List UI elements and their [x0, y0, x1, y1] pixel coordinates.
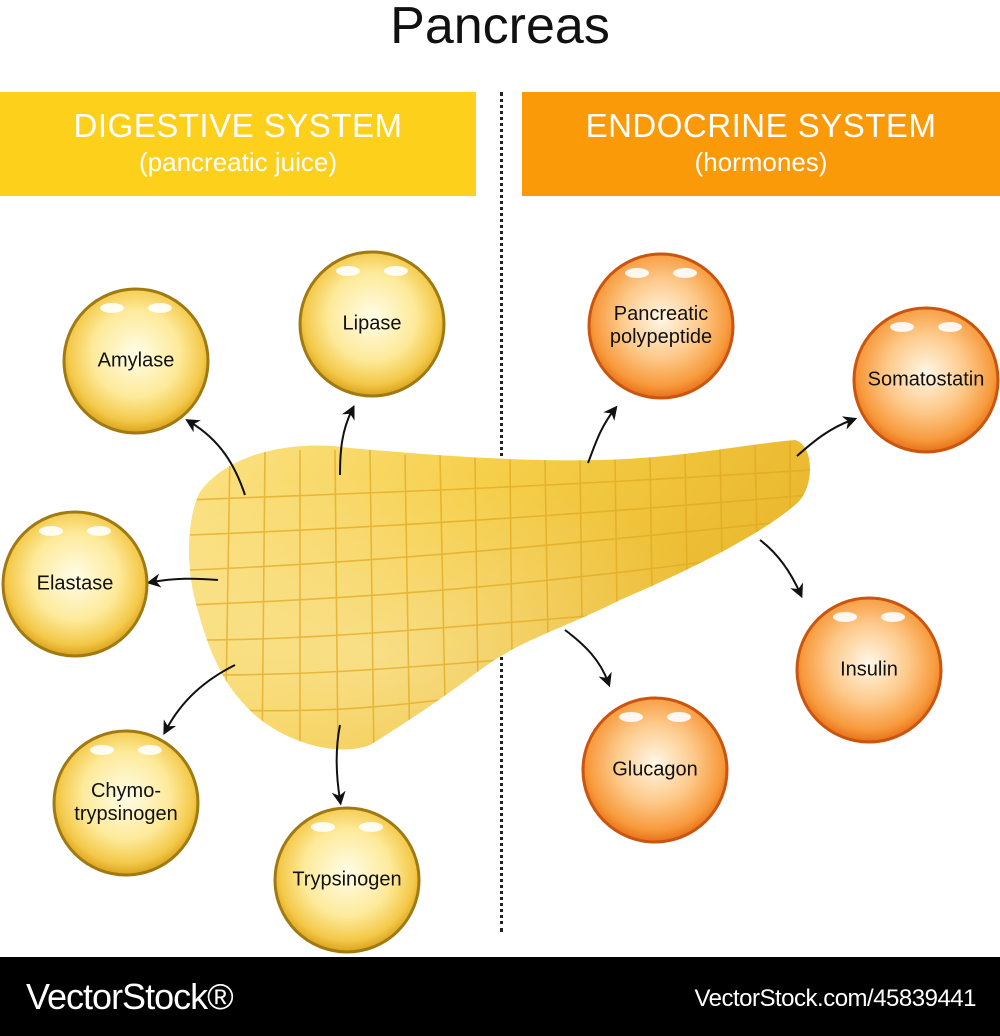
digestive-system-header: DIGESTIVE SYSTEM (pancreatic juice) [0, 92, 476, 196]
hormone-bubbles [581, 252, 1000, 844]
arrow-to-lipase [339, 404, 355, 476]
footer-bar: VectorStock® VectorStock.com/45839441 [0, 957, 1000, 1036]
digestive-system-heading: DIGESTIVE SYSTEM [73, 107, 403, 144]
arrow-to-trypsinogen [331, 724, 346, 806]
stock-id: VectorStock.com/45839441 [694, 985, 976, 1012]
label-insulin: Insulin [840, 658, 898, 681]
bubble-glucagon [581, 696, 729, 844]
label-pancreatic-polypeptide: Pancreatic polypeptide [609, 303, 713, 348]
label-amylase: Amylase [97, 349, 175, 372]
label-lipase: Lipase [342, 312, 402, 335]
arrow-to-glucagon [564, 629, 612, 688]
label-somatostatin: Somatostatin [867, 368, 985, 391]
endocrine-system-header: ENDOCRINE SYSTEM (hormones) [522, 92, 1000, 196]
arrow-to-elastase [146, 573, 219, 588]
arrow-to-insulin [759, 539, 803, 599]
bubble-trypsinogen [273, 806, 421, 954]
bubble-elastase [1, 510, 149, 658]
pancreas-organ [188, 440, 810, 750]
arrow-to-somatostatin [796, 416, 858, 457]
bubble-chymotrypsinogen [52, 729, 200, 877]
brand-logo: VectorStock® [26, 976, 234, 1017]
bubble-insulin [795, 596, 943, 744]
endocrine-system-subheading: (hormones) [694, 147, 828, 177]
page-title: Pancreas [390, 0, 610, 55]
bubble-amylase [62, 287, 210, 435]
arrow-to-amylase [185, 419, 246, 496]
pancreas-illustration [1, 250, 1000, 954]
enzyme-bubbles [1, 250, 446, 954]
bubble-lipase [298, 250, 446, 398]
endocrine-system-heading: ENDOCRINE SYSTEM [585, 107, 937, 144]
bubble-pancreatic-polypeptide [587, 252, 735, 400]
label-trypsinogen: Trypsinogen [292, 868, 402, 891]
secretion-arrows [146, 404, 858, 806]
bubble-somatostatin [852, 306, 1000, 454]
label-elastase: Elastase [36, 572, 114, 595]
arrow-to-chymotrypsinogen [163, 664, 236, 735]
digestive-system-subheading: (pancreatic juice) [139, 147, 337, 177]
label-chymotrypsinogen: Chymo- trypsinogen [74, 780, 178, 825]
arrow-to-pancreatic-polypeptide [587, 405, 618, 464]
label-glucagon: Glucagon [612, 758, 698, 781]
